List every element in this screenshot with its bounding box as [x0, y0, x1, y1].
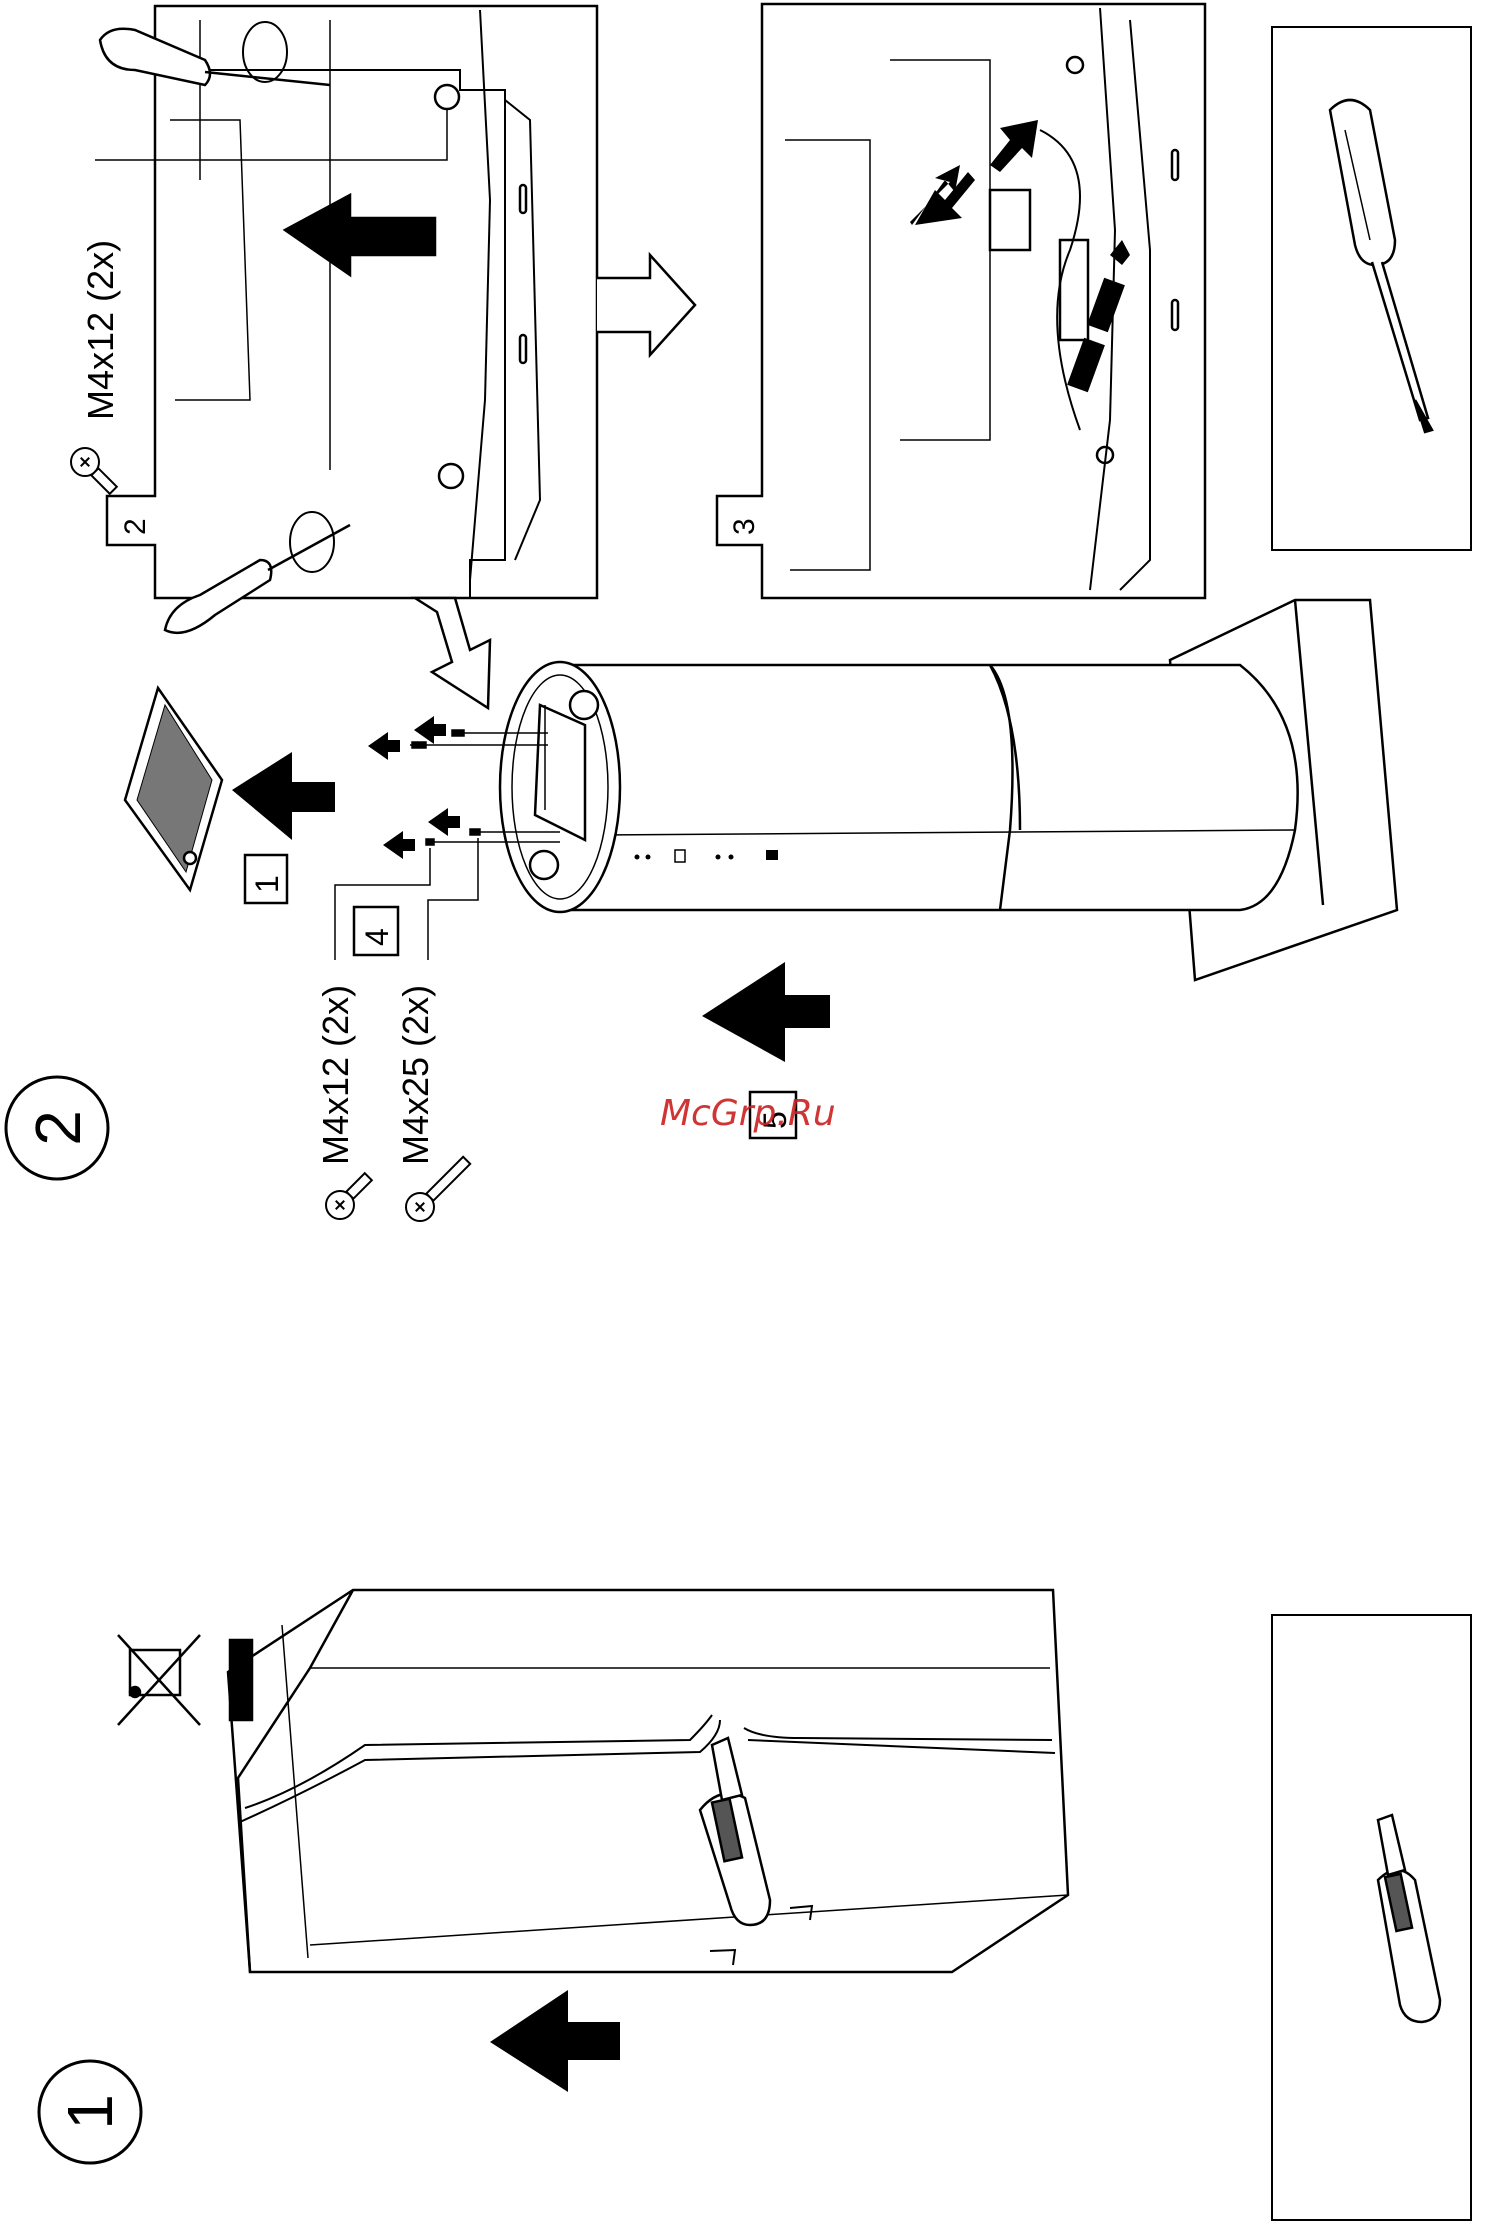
substep-1-number: 1: [249, 875, 285, 893]
front-screw-label-a: M4x12 (2x): [315, 985, 356, 1165]
filter-remove-arrow: [232, 752, 335, 840]
detail-screw-icon: [65, 442, 123, 500]
tool-box-bottom: [1272, 1615, 1471, 2220]
detail-panel-3: [717, 4, 1205, 598]
grease-filter: [125, 688, 222, 890]
hood-cylinder: [500, 662, 1298, 912]
screw-m4x12-icon: [320, 1167, 378, 1225]
hood-pull-arrow: [702, 962, 830, 1062]
watermark: McGrp.Ru: [660, 1093, 836, 1134]
detail-panel-2: [95, 6, 597, 633]
panel-2-to-hood-arrow: [415, 598, 490, 708]
tool-box-top: [1272, 27, 1471, 550]
detail-screw-label: M4x12 (2x): [80, 240, 121, 420]
substep-4-number: 4: [359, 928, 395, 946]
step-1-number: 1: [54, 2094, 126, 2130]
small-arrows: [368, 716, 460, 859]
crossed-out-bin-icon: [118, 1635, 252, 1725]
packaging-box: [228, 1590, 1068, 1972]
detail-panel-2-number: 2: [119, 518, 152, 535]
front-screw-label-b: M4x25 (2x): [395, 985, 436, 1165]
step-2-number: 2: [22, 1110, 94, 1146]
detail-panel-3-number: 3: [728, 518, 761, 535]
box-slide-arrow: [490, 1990, 620, 2092]
panel-2-to-3-arrow: [597, 255, 695, 355]
